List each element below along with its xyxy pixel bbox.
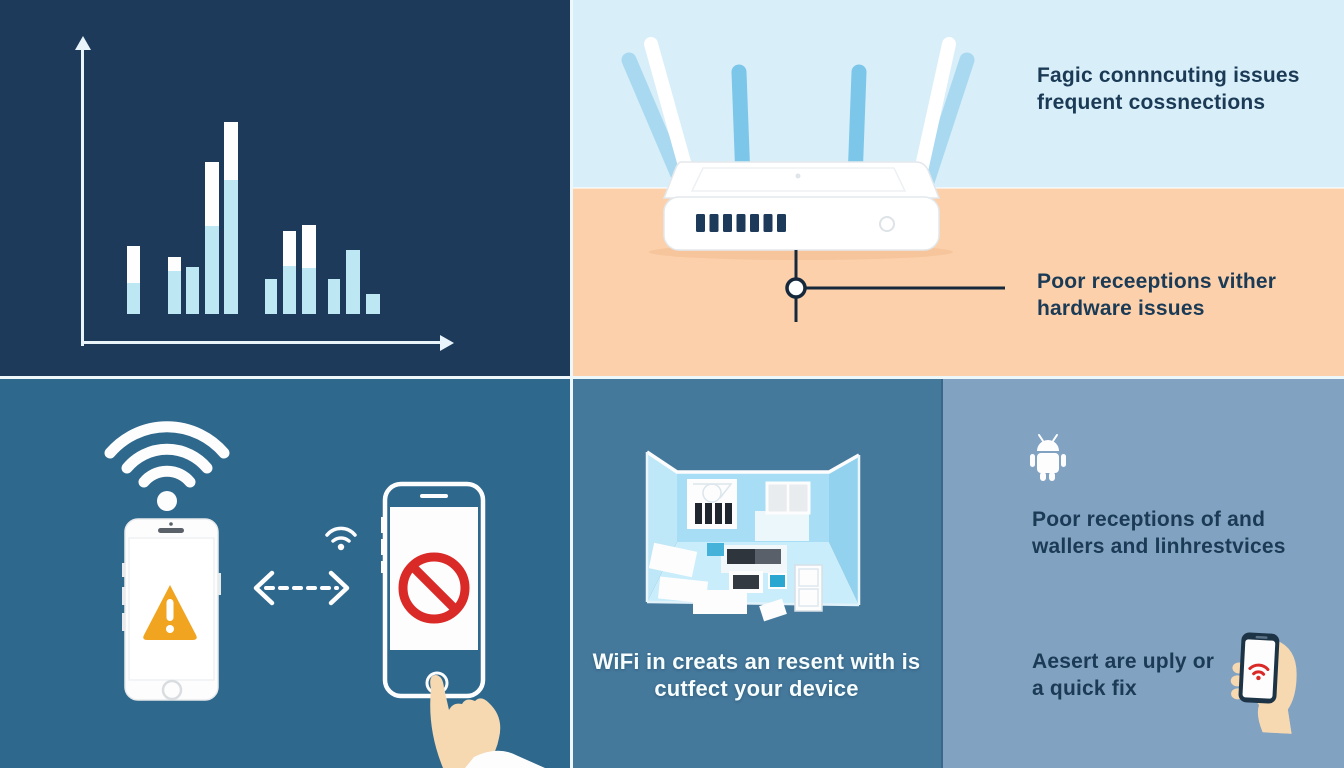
phone-red-wifi xyxy=(1238,632,1280,704)
caption-hardware-issues: Poor receeptions vither hardware issues xyxy=(1037,268,1276,322)
chart-bar xyxy=(366,294,380,314)
chart-bar xyxy=(186,267,199,314)
panel-phone-connection xyxy=(0,377,571,768)
chart-bar-fill xyxy=(205,226,219,314)
home-button xyxy=(161,679,183,701)
caption-line: frequent cossnections xyxy=(1037,91,1266,114)
chart-bar xyxy=(302,225,316,314)
panel-divider-vertical xyxy=(570,0,573,768)
panel-signal-chart xyxy=(0,0,571,377)
caption-walls: Poor receptions of and wallers and linhr… xyxy=(1032,506,1286,560)
caption-restart: Aesert are uply or a quick fix xyxy=(1032,648,1214,702)
caption-line: hardware issues xyxy=(1037,297,1205,320)
chart-bar xyxy=(265,279,277,314)
wifi-icon xyxy=(1248,663,1270,681)
wifi-icon xyxy=(325,526,357,551)
y-axis-arrow-icon xyxy=(75,36,91,50)
prohibition-icon xyxy=(398,552,470,624)
caption-room: WiFi in creats an resent with is cutfect… xyxy=(576,648,937,702)
chart-bar xyxy=(205,162,219,314)
chart-bar-fill xyxy=(224,180,238,314)
hand-holding-phone-illustration xyxy=(1230,632,1297,734)
router-illustration xyxy=(621,37,1005,322)
caption-line: WiFi in creats an resent with is xyxy=(592,649,921,674)
pointing-hand-illustration xyxy=(430,675,545,768)
phone-no-signal xyxy=(381,481,486,699)
panel-quick-fix: Poor receptions of and wallers and linhr… xyxy=(943,377,1344,768)
caption-line: Poor receeptions vither xyxy=(1037,270,1277,293)
router-antennas xyxy=(621,37,975,190)
connector-node xyxy=(785,277,807,299)
router-power-button xyxy=(879,216,895,232)
sleeve-cuff xyxy=(465,750,545,768)
chart-bar xyxy=(224,122,238,314)
caption-line: cutfect your device xyxy=(654,676,859,701)
router-ports xyxy=(696,214,786,232)
phone-warning xyxy=(122,518,221,701)
chart-bar xyxy=(346,250,360,314)
wall-window-radiator xyxy=(687,479,737,529)
chart-bar-fill xyxy=(265,279,277,314)
warning-triangle-icon xyxy=(143,585,197,640)
chart-bar xyxy=(328,279,340,314)
floor-plan-illustration xyxy=(645,450,861,622)
chart-bar xyxy=(168,257,181,314)
phone-connection-illustration xyxy=(104,421,545,768)
caption-connect-issues: Fagic connncuting issues frequent cossne… xyxy=(1037,62,1300,116)
chart-bar xyxy=(127,246,140,314)
caption-line: wallers and linhrestvices xyxy=(1032,535,1286,558)
wifi-icon xyxy=(104,421,230,511)
chart-y-axis xyxy=(81,48,84,346)
chart-x-axis xyxy=(81,341,441,344)
caption-line: Poor receptions of and xyxy=(1032,508,1266,531)
connector-callout xyxy=(785,250,1005,322)
quick-fix-illustrations xyxy=(1030,434,1297,734)
chart-bar xyxy=(283,231,296,314)
furniture xyxy=(648,542,823,622)
chart-bar-fill xyxy=(186,267,199,314)
panel-floor-plan: WiFi in creats an resent with is cutfect… xyxy=(571,377,943,768)
chart-bar-fill xyxy=(283,266,296,314)
panel-seam xyxy=(941,379,943,768)
caption-line: a quick fix xyxy=(1032,677,1137,700)
signal-bar-chart xyxy=(0,0,571,377)
dashed-arrow xyxy=(253,570,350,606)
router-body xyxy=(662,161,941,251)
chart-bar-fill xyxy=(366,294,380,314)
caption-line: Aesert are uply or xyxy=(1032,650,1215,673)
caption-line: Fagic connncuting issues xyxy=(1037,64,1300,87)
chart-bar-fill xyxy=(302,268,316,314)
wall-window-gray xyxy=(755,481,811,541)
x-axis-arrow-icon xyxy=(440,335,454,351)
chart-bar-fill xyxy=(346,250,360,314)
panel-divider-horizontal xyxy=(0,376,1344,379)
panel-router: Fagic connncuting issues frequent cossne… xyxy=(571,0,1344,377)
android-robot-icon xyxy=(1030,434,1066,481)
chart-bar-fill xyxy=(168,271,181,314)
chart-bar-fill xyxy=(127,283,140,314)
chart-bar-fill xyxy=(328,279,340,314)
background-split-line xyxy=(571,187,1344,189)
